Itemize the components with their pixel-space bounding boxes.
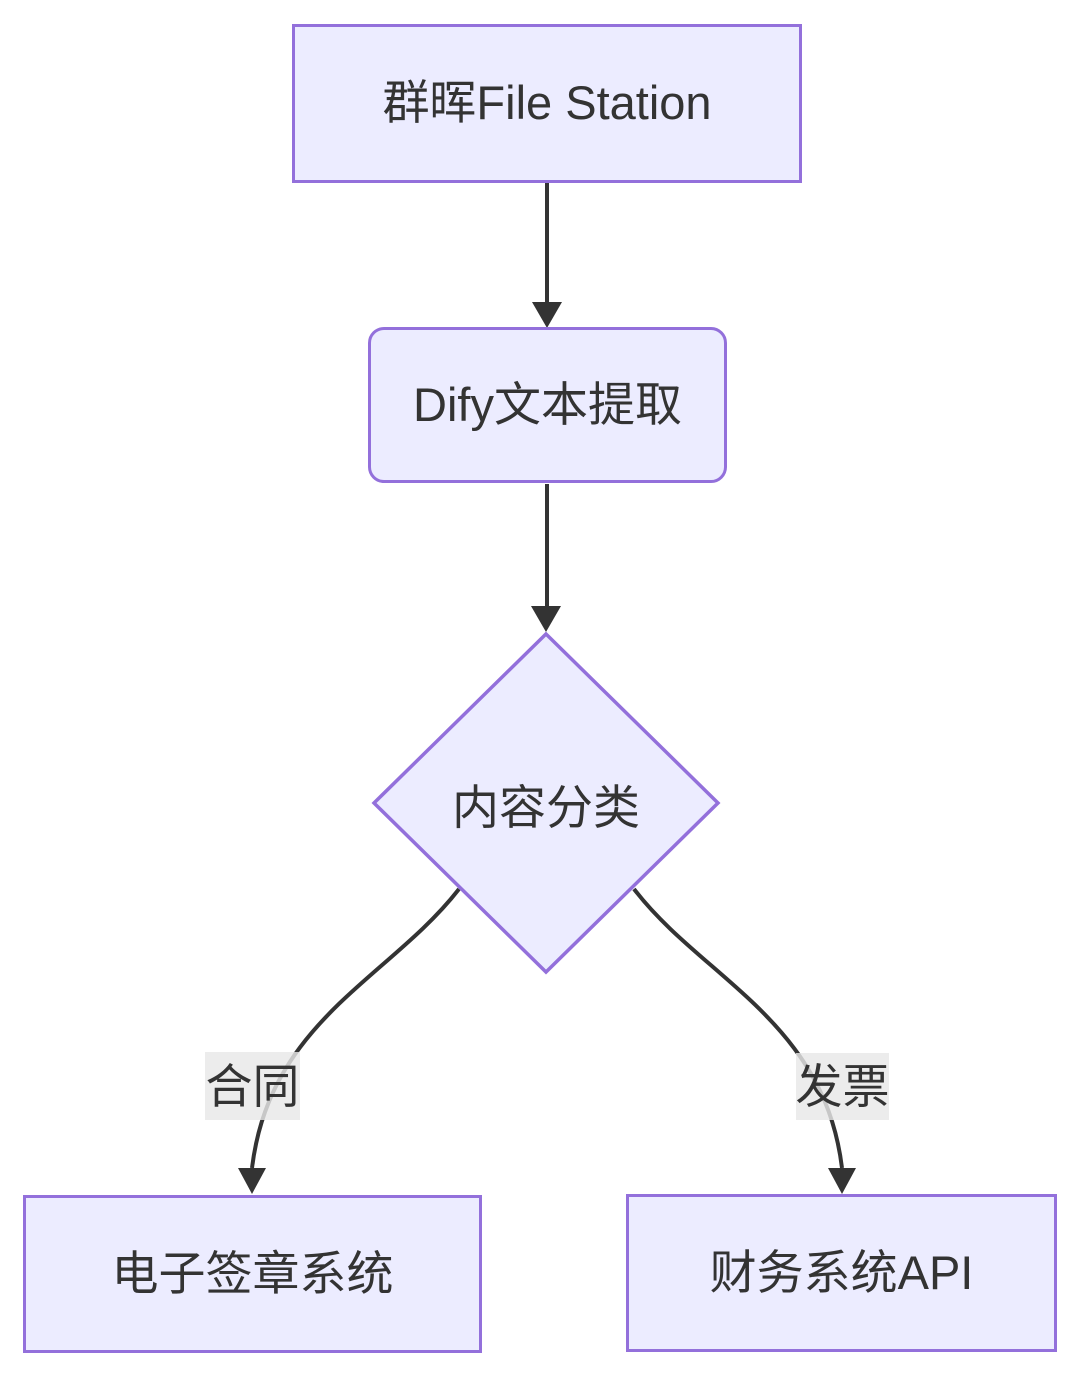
node-finance-api-label: 财务系统API — [709, 1245, 974, 1299]
node-file-station: 群晖File Station — [292, 24, 802, 183]
node-file-station-label: 群晖File Station — [382, 76, 712, 130]
node-finance-api: 财务系统API — [626, 1194, 1057, 1352]
edge-label-invoice-text: 发票 — [795, 1060, 890, 1113]
edge-label-contract-text: 合同 — [205, 1059, 300, 1113]
node-content-classify-shape — [371, 631, 721, 975]
arrowhead-filestation-to-dify — [532, 302, 562, 328]
node-dify-extract-label: Dify文本提取 — [413, 377, 682, 431]
arrowhead-classify-to-finance — [828, 1168, 856, 1194]
edge-classify-to-esign — [250, 887, 461, 1169]
arrowhead-classify-to-esign — [238, 1168, 266, 1194]
edge-label-contract: 合同 — [205, 1052, 300, 1120]
edge-classify-to-finance — [632, 887, 844, 1169]
arrowhead-dify-to-classify — [531, 606, 561, 632]
node-esign-system-label: 电子签章系统 — [111, 1246, 394, 1300]
edge-label-invoice: 发票 — [795, 1053, 890, 1120]
node-dify-extract: Dify文本提取 — [368, 327, 727, 483]
node-esign-system: 电子签章系统 — [23, 1195, 482, 1353]
